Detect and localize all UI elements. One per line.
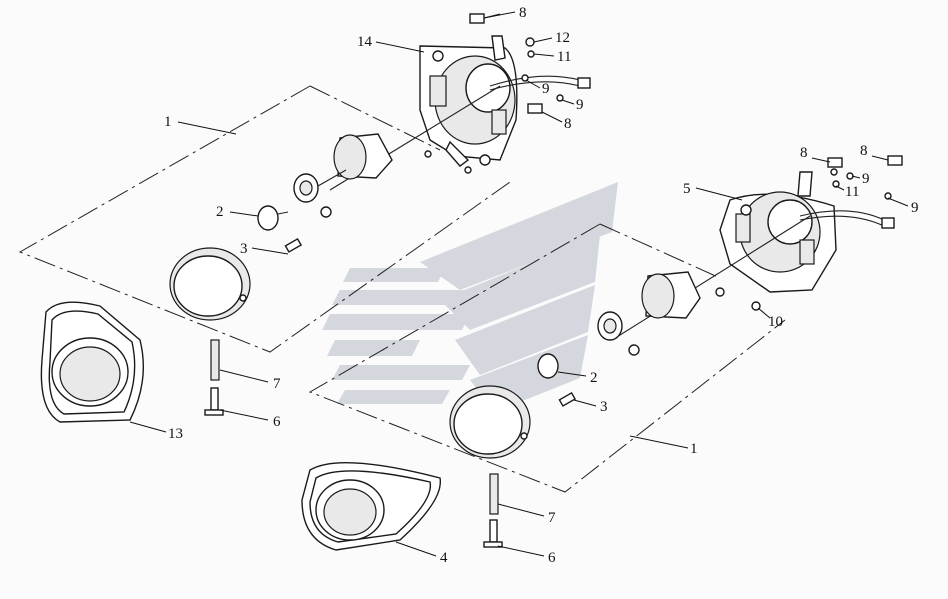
wiring-harness-left	[489, 75, 591, 91]
clip-3-right	[558, 391, 577, 407]
bulb-socket-right	[597, 271, 701, 356]
bulb-2-right	[537, 353, 559, 379]
callout-leader-lines	[129, 11, 909, 557]
small-hardware-left	[424, 13, 564, 174]
callout-6: 6	[273, 414, 281, 430]
callout-7: 7	[273, 376, 281, 392]
small-hardware-right	[715, 155, 903, 311]
headlight-bezel-4	[301, 461, 441, 551]
callout-3: 3	[600, 399, 608, 415]
callout-8: 8	[564, 116, 572, 132]
headlight-housing-14	[419, 35, 518, 167]
callout-1: 1	[690, 441, 698, 457]
bulb-2-left	[257, 205, 289, 231]
callout-5: 5	[683, 181, 691, 197]
headlight-housing-5	[719, 171, 837, 293]
callout-7: 7	[548, 510, 556, 526]
callout-14: 14	[357, 34, 373, 50]
right-assembly-frame	[308, 223, 786, 493]
bulb-socket-left	[293, 133, 393, 218]
callout-6: 6	[548, 550, 556, 566]
callout-2: 2	[590, 370, 598, 386]
wiring-harness-right	[799, 210, 895, 229]
screw-6-right	[483, 519, 503, 548]
assembly-axis-right	[611, 215, 811, 341]
callout-4: 4	[440, 550, 448, 566]
callout-8: 8	[519, 5, 527, 21]
callout-9: 9	[576, 97, 584, 113]
headlight-lens-right	[449, 385, 531, 459]
brand-watermark	[322, 182, 618, 412]
callout-9: 9	[542, 81, 550, 97]
callout-11: 11	[557, 49, 571, 65]
callout-labels: 8 12 11 14 9 9 8 1 2 3 7 6 13 8 8 11 9 5…	[164, 5, 919, 566]
callout-2: 2	[216, 204, 224, 220]
callout-3: 3	[240, 241, 248, 257]
callout-12: 12	[555, 30, 570, 46]
screw-6-left	[204, 387, 224, 416]
callout-9: 9	[862, 171, 870, 187]
clip-3-left	[284, 237, 303, 253]
callout-9: 9	[911, 200, 919, 216]
callout-13: 13	[168, 426, 183, 442]
headlight-lens-left	[169, 247, 251, 321]
callout-8: 8	[800, 145, 808, 161]
screw-7-right	[489, 473, 499, 515]
left-assembly-frame	[18, 85, 511, 353]
callout-1: 1	[164, 114, 172, 130]
callout-8: 8	[860, 143, 868, 159]
callout-11: 11	[845, 184, 859, 200]
callout-10: 10	[768, 314, 783, 330]
headlight-bezel-13	[40, 301, 144, 423]
screw-7-left	[210, 339, 220, 381]
